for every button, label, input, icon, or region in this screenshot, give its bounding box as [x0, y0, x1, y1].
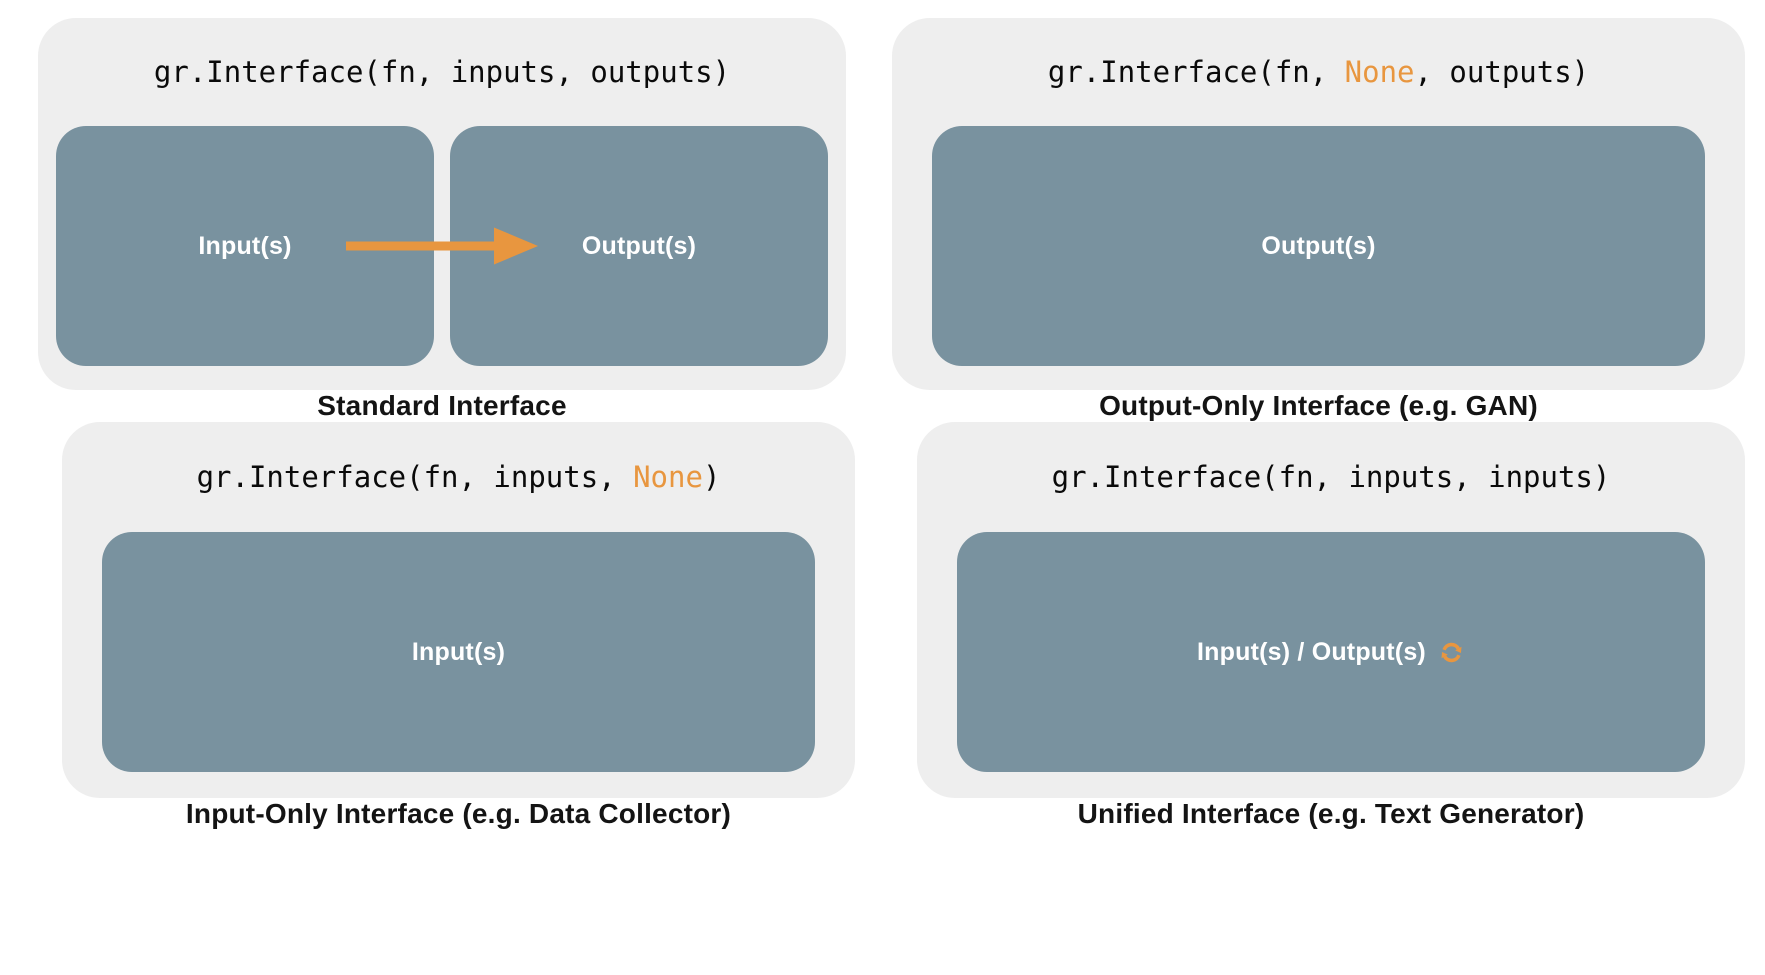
- output-box: Output(s): [450, 126, 828, 366]
- caption-standard-interface: Standard Interface: [317, 390, 567, 421]
- code-text: gr.Interface(fn, inputs,: [196, 460, 634, 494]
- input-output-box-label: Input(s) / Output(s): [1197, 637, 1426, 666]
- input-output-box: Input(s) / Output(s): [957, 532, 1705, 772]
- input-box-label: Input(s): [411, 637, 506, 666]
- panel-standard-interface: gr.Interface(fn, inputs, outputs) Input(…: [38, 18, 846, 390]
- input-box-label: Input(s): [198, 231, 292, 260]
- caption-area: Input-Only Interface (e.g. Data Collecto…: [62, 798, 855, 830]
- caption-area: Output-Only Interface (e.g. GAN): [892, 390, 1745, 422]
- code-row: gr.Interface(fn, inputs, inputs): [917, 422, 1745, 532]
- panel-content: Output(s): [892, 126, 1745, 366]
- cell-standard-interface: gr.Interface(fn, inputs, outputs) Input(…: [38, 18, 846, 422]
- code-line-output-only: gr.Interface(fn, None, outputs): [1048, 55, 1589, 89]
- code-line-input-only: gr.Interface(fn, inputs, None): [197, 460, 721, 494]
- caption-area: Unified Interface (e.g. Text Generator): [917, 798, 1745, 830]
- code-text: ): [702, 460, 721, 494]
- panel-input-only-interface: gr.Interface(fn, inputs, None) Input(s): [62, 422, 855, 798]
- code-text: , outputs): [1414, 55, 1590, 89]
- panel-content: Input(s): [62, 532, 855, 772]
- panel-content: Input(s) / Output(s): [917, 532, 1745, 772]
- code-text: gr.Interface(fn, inputs, outputs): [153, 55, 731, 89]
- code-line-standard: gr.Interface(fn, inputs, outputs): [154, 55, 730, 89]
- output-box-label: Output(s): [581, 231, 697, 260]
- panel-content: Input(s) Output(s): [38, 126, 846, 366]
- code-text: gr.Interface(fn, inputs, inputs): [1051, 460, 1611, 494]
- sync-icon: [1439, 642, 1462, 662]
- code-highlight-none: None: [1344, 55, 1415, 89]
- cell-unified-interface: gr.Interface(fn, inputs, inputs) Input(s…: [917, 422, 1745, 830]
- code-row: gr.Interface(fn, inputs, None): [62, 422, 855, 532]
- caption-input-only-interface: Input-Only Interface (e.g. Data Collecto…: [185, 798, 732, 829]
- caption-area: Standard Interface: [38, 390, 846, 422]
- output-box-label: Output(s): [1261, 231, 1376, 260]
- cell-input-only-interface: gr.Interface(fn, inputs, None) Input(s) …: [62, 422, 855, 830]
- code-row: gr.Interface(fn, None, outputs): [892, 18, 1745, 126]
- panel-unified-interface: gr.Interface(fn, inputs, inputs) Input(s…: [917, 422, 1745, 798]
- caption-output-only-interface: Output-Only Interface (e.g. GAN): [1099, 390, 1538, 421]
- code-text: gr.Interface(fn,: [1047, 55, 1345, 89]
- panel-output-only-interface: gr.Interface(fn, None, outputs) Output(s…: [892, 18, 1745, 390]
- code-highlight-none: None: [633, 460, 703, 494]
- code-line-unified: gr.Interface(fn, inputs, inputs): [1052, 460, 1611, 494]
- code-row: gr.Interface(fn, inputs, outputs): [38, 18, 846, 126]
- cell-output-only-interface: gr.Interface(fn, None, outputs) Output(s…: [892, 18, 1745, 422]
- output-box: Output(s): [932, 126, 1705, 366]
- caption-unified-interface: Unified Interface (e.g. Text Generator): [1077, 798, 1585, 829]
- input-box: Input(s): [56, 126, 434, 366]
- input-box: Input(s): [102, 532, 815, 772]
